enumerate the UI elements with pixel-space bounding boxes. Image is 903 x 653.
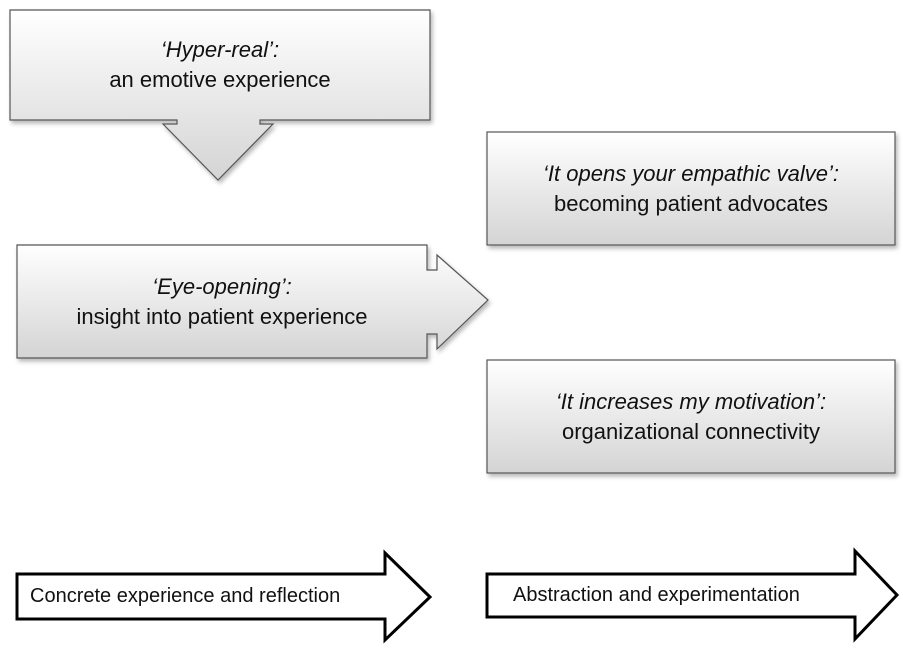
motivation-box: ‘It increases my motivation’: organizati… [487, 360, 895, 473]
empathic-box: ‘It opens your empathic valve’: becoming… [487, 132, 895, 245]
empathic-title: ‘It opens your empathic valve’: [543, 160, 839, 186]
abstraction-arrow-shape [485, 547, 900, 643]
empathic-shape [486, 131, 896, 246]
concrete-arrow-label: Concrete experience and reflection [30, 585, 341, 607]
eye-opening-box: ‘Eye-opening’: insight into patient expe… [17, 245, 427, 358]
empathic-subtitle: becoming patient advocates [554, 190, 828, 216]
motivation-shape [486, 359, 896, 474]
abstraction-arrow-label: Abstraction and experimentation [513, 584, 800, 606]
motivation-subtitle: organizational connectivity [561, 418, 821, 444]
eye-opening-title: ‘Eye-opening’: [152, 273, 292, 299]
hyper-real-title: ‘Hyper-real’: [160, 37, 280, 62]
hyper-real-shape [9, 9, 431, 181]
hyper-real-box: ‘Hyper-real’: an emotive experience [10, 10, 430, 120]
motivation-title: ‘It increases my motivation’: [555, 388, 827, 414]
hyper-real-subtitle: an emotive experience [109, 67, 331, 92]
eye-opening-shape [16, 244, 489, 359]
eye-opening-subtitle: insight into patient experience [76, 303, 368, 329]
concrete-arrow-shape [15, 549, 433, 644]
